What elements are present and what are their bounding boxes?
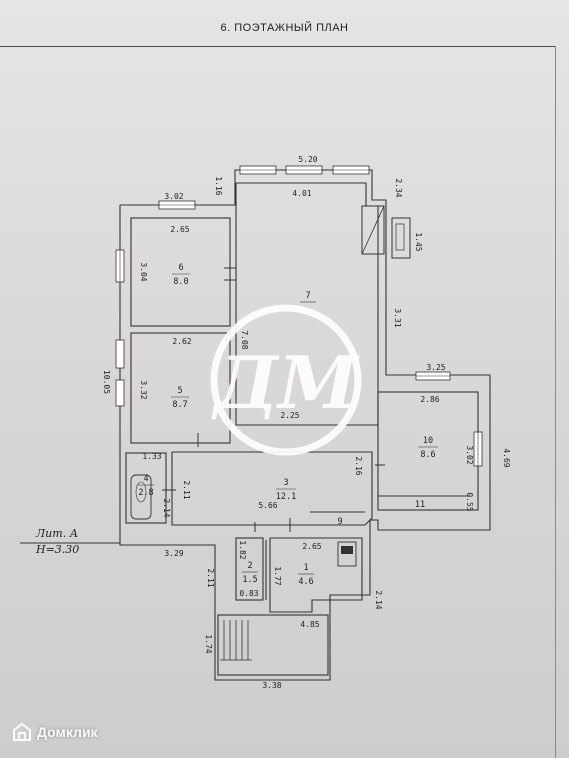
bathtub-icon bbox=[130, 474, 152, 520]
dim-r4-height: 2.14 bbox=[162, 498, 171, 517]
dim-r10-outer: 3.25 bbox=[426, 363, 445, 372]
dim-r10-right: 4.69 bbox=[502, 448, 511, 467]
brand-watermark: Домклик bbox=[12, 722, 98, 742]
room-9-number: 9 bbox=[337, 517, 342, 527]
outer-wall bbox=[119, 169, 491, 681]
dim-r2-top: 1.82 bbox=[238, 540, 247, 559]
room-4-number: 4 bbox=[143, 474, 148, 484]
room-5-number: 5 bbox=[177, 386, 182, 396]
room-4-area: 2.8 bbox=[138, 488, 153, 498]
room-10-area: 8.6 bbox=[420, 450, 435, 460]
height-label: Н=3.30 bbox=[35, 543, 79, 556]
window-lines bbox=[119, 169, 479, 466]
room-4-wall bbox=[125, 452, 167, 524]
room-6-number: 6 bbox=[178, 263, 183, 273]
dim-top-inner: 4.01 bbox=[292, 189, 311, 198]
watermark-logo: ДМ bbox=[210, 304, 362, 456]
room-3-area: 12.1 bbox=[276, 492, 296, 502]
dim-left-room-top: 3.02 bbox=[164, 192, 183, 201]
dim-right-top: 2.34 bbox=[394, 178, 403, 197]
room-6-wall bbox=[130, 217, 231, 327]
room-labels: 6 8.0 7 5 8.7 10 8.6 11 4 2.8 3 12.1 9 2… bbox=[138, 263, 438, 587]
room-2-area: 1.5 bbox=[242, 575, 257, 585]
dimension-labels: 5.20 4.01 3.02 1.16 2.34 1.45 2.65 3.04 … bbox=[102, 155, 511, 690]
dim-r4-width: 1.33 bbox=[142, 452, 161, 461]
room-5-area: 8.7 bbox=[172, 400, 187, 410]
dim-small-box: 1.45 bbox=[414, 232, 423, 251]
door-marks bbox=[162, 267, 385, 532]
dim-r1-left: 1.77 bbox=[273, 566, 282, 585]
room-2-number: 2 bbox=[247, 561, 252, 571]
room-5-wall bbox=[130, 332, 231, 444]
dim-stair-left: 2.11 bbox=[206, 568, 215, 587]
dim-r3-width: 5.66 bbox=[258, 501, 277, 510]
stove-icon bbox=[361, 205, 385, 255]
home-logo-icon bbox=[13, 722, 31, 741]
dim-stair-h: 1.74 bbox=[204, 634, 213, 653]
dim-r2-width: 0.83 bbox=[239, 589, 258, 598]
stairs-icon bbox=[220, 620, 252, 661]
room-1-area: 4.6 bbox=[298, 577, 313, 587]
room-1-number: 1 bbox=[303, 563, 308, 573]
sheet-title: 6. ПОЭТАЖНЫЙ ПЛАН bbox=[220, 22, 349, 34]
room-1-wall bbox=[269, 537, 363, 613]
room-6-area: 8.0 bbox=[173, 277, 188, 287]
dim-r3-right: 2.16 bbox=[354, 456, 363, 475]
dim-r10-height: 3.02 bbox=[465, 445, 474, 464]
dim-r7-right: 3.31 bbox=[393, 308, 402, 327]
dim-r10-small: 0.55 bbox=[465, 492, 474, 511]
dim-top-outer: 5.20 bbox=[298, 155, 317, 164]
title-rule bbox=[0, 46, 555, 47]
dim-r6-width: 2.65 bbox=[170, 225, 189, 234]
small-box bbox=[391, 217, 411, 259]
dim-r7-fragment: 2.25 bbox=[280, 411, 299, 420]
sheet-right-edge bbox=[555, 46, 556, 758]
room-3-number: 3 bbox=[283, 478, 288, 488]
dim-r1-top: 2.65 bbox=[302, 542, 321, 551]
stair-wall bbox=[217, 614, 329, 676]
room-11-number: 11 bbox=[415, 500, 425, 510]
lit-label: Лит. А bbox=[35, 527, 78, 540]
room-3-wall bbox=[171, 451, 373, 526]
brand-name: Домклик bbox=[37, 724, 98, 740]
room-2-wall bbox=[235, 537, 264, 601]
watermark-monogram: ДМ bbox=[211, 340, 360, 425]
dim-r10-inner: 2.86 bbox=[420, 395, 439, 404]
boiler-icon bbox=[337, 541, 357, 567]
dim-bottom-total: 3.38 bbox=[262, 681, 281, 690]
dim-r6-height: 3.04 bbox=[139, 262, 148, 281]
room-7-number: 7 bbox=[305, 291, 310, 301]
dim-r5-height: 3.32 bbox=[139, 380, 148, 399]
dim-r3-left: 2.11 bbox=[182, 480, 191, 499]
dim-r1-right: 2.14 bbox=[374, 590, 383, 609]
dim-bottom-left: 3.29 bbox=[164, 549, 183, 558]
dim-r5-width: 2.62 bbox=[172, 337, 191, 346]
dim-bottom-mid: 4.85 bbox=[300, 620, 319, 629]
dim-left-col: 1.16 bbox=[214, 176, 223, 195]
dim-r7-left: 7.08 bbox=[240, 330, 249, 349]
room-10-number: 10 bbox=[423, 436, 433, 446]
dim-left-total: 10.05 bbox=[102, 370, 111, 394]
